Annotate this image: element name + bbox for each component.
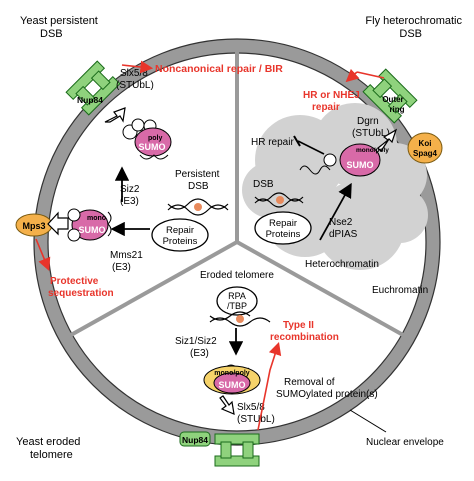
nuclear-pore-top-left [65,60,121,116]
rpa-tbp-oval [216,286,258,316]
euchromatin-label: Euchromatin [372,285,428,296]
mono-sumo-molecule [67,208,112,242]
sumo-label-telomere: SUMO [219,380,246,390]
type2-arrow [257,341,282,431]
poly-sumo-molecule [122,118,172,160]
hollow-arrow-to-nup84 [219,395,235,415]
koi-label: Koi [419,139,432,148]
hr-nhej-arrow [345,68,360,83]
dgrn-label-2: (STUbL) [352,128,390,139]
noncanonical-label: Noncanonical repair / BIR [155,63,283,75]
persistent-dsb-label-1: Persistent [175,169,220,180]
spag4-label: Spag4 [413,149,438,158]
dgrn-label-1: Dgrn [357,116,379,127]
slx58-bottom-label-2: (STUbL) [237,414,275,425]
poly-label: poly [148,135,162,142]
mms21-label-1: Mms21 [110,250,143,261]
hollow-arrow-to-mps3 [47,211,69,236]
envelope-outer-line [33,38,441,446]
hollow-arrow-to-outer-ring [377,128,398,152]
fly-monopoly-label: mono/poly [356,147,389,154]
siz2-label-2: (E3) [120,196,139,207]
sumo-label-fly: SUMO [347,160,374,170]
persistent-dsb-label-2: DSB [188,181,209,192]
slx58-top-label-1: Slx5/8 [120,68,148,79]
nup84-bottom-label: Nup84 [182,435,208,445]
divider-left [61,240,238,342]
hr-nhej-label-2: repair [312,102,340,113]
repair-fly-label-1: Repair [269,218,297,229]
label-fly-heterochromatic-2: DSB [399,28,422,40]
fly-sumo-molecule [299,143,381,177]
siz2-label-1: Siz2 [120,184,140,195]
hr-repair-inhibit-line [297,140,325,155]
label-yeast-persistent-1: Yeast persistent [20,15,98,27]
siz12-label-1: Siz1/Siz2 [175,336,217,347]
nuclear-pore-top-right [362,68,418,124]
mono-label: mono [87,215,106,222]
eroded-telomere-label: Eroded telomere [200,270,274,281]
nuclear-pore-bottom [214,433,260,467]
telomere-monopoly-label: mono/poly [214,370,249,377]
hr-repair-inhibit-bar [293,135,301,147]
nuclear-envelope-label: Nuclear envelope [366,437,444,448]
tbp-label: /TBP [227,301,247,311]
dpias-label: dPIAS [329,229,358,240]
sumo-label-left: SUMO [79,225,106,235]
slx58-bottom-label-1: Slx5/8 [237,402,265,413]
nse2-label: Nse2 [329,217,353,228]
persistent-dsb-dna [167,198,229,216]
type2-label-1: Type II [283,320,314,331]
protective-arrow [35,238,51,271]
label-yeast-persistent-2: DSB [40,28,63,40]
fly-dsb-dna [254,192,304,208]
repair-yeast-label-2: Proteins [163,236,198,247]
repair-proteins-fly [254,211,312,245]
mms21-label-2: (E3) [112,262,131,273]
telomere-dna [209,311,271,327]
divider-right [236,240,413,342]
heterochromatin-label: Heterochromatin [305,259,379,270]
nup84-bottom-box [179,431,211,447]
protective-label-2: sequestration [48,288,114,299]
noncanonical-arrow [121,60,154,74]
slx58-top-label-2: (STUbL) [116,80,154,91]
koi-spag4-oval [407,132,443,164]
nuclear-envelope-pointer [349,409,387,433]
nup84-top-label: Nup84 [77,95,103,105]
repair-fly-label-2: Proteins [266,229,301,240]
type2-label-2: recombination [270,332,339,343]
hollow-arrow-to-pore [104,107,126,123]
hr-repair-label: HR repair [251,137,294,148]
fly-dsb-label: DSB [253,179,274,190]
telomere-sumo-molecule [203,364,261,395]
mps3-label: Mps3 [22,221,45,231]
label-yeast-eroded-2: telomere [30,449,73,461]
protective-label-1: Protective [50,276,99,287]
repair-yeast-label-1: Repair [166,225,194,236]
label-fly-heterochromatic-1: Fly heterochromatic [365,15,462,27]
siz12-label-2: (E3) [190,348,209,359]
outer-ring-label-2: ring [389,105,404,114]
repair-proteins-yeast [151,218,209,252]
sumo-label-top: SUMO [139,142,166,152]
label-yeast-eroded-1: Yeast eroded [16,436,80,448]
nse2-arrow [319,182,352,241]
hr-nhej-label-1: HR or NHEJ [303,90,360,101]
outer-ring-label-1: Outer [382,95,403,104]
rpa-label: RPA [228,291,246,301]
removal-label-2: SUMOylated protein(s) [276,389,378,400]
hr-nhej-pointer [356,71,385,79]
removal-label-1: Removal of [284,377,335,388]
